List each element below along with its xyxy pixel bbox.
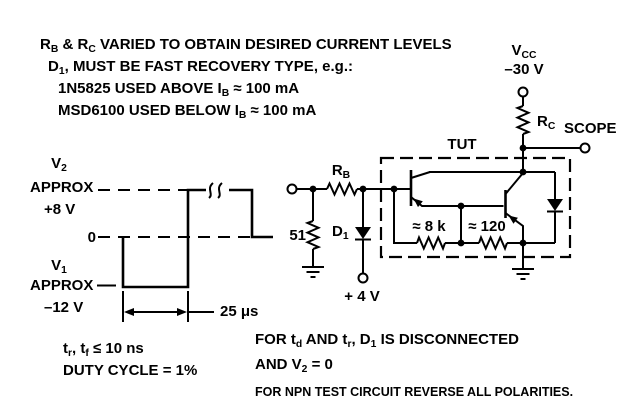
zero-label: 0	[87, 229, 96, 246]
duty-spec: DUTY CYCLE = 1%	[63, 362, 198, 379]
tut-label: TUT	[447, 136, 477, 153]
internal-diode-icon	[547, 172, 563, 243]
tut-internal	[379, 156, 572, 280]
waveform	[97, 182, 273, 289]
pulse-width-value: 25 μs	[220, 303, 259, 320]
ground-icon	[302, 266, 324, 278]
rb-resistor-icon	[326, 181, 358, 197]
note-bottom-line2: AND V2 = 0	[255, 356, 333, 375]
note-top-line1: RB & RC VARIED TO OBTAIN DESIRED CURRENT…	[40, 36, 452, 55]
bias-terminal-icon	[357, 272, 369, 284]
note-top-line2: D1, MUST BE FAST RECOVERY TYPE, e.g.:	[48, 58, 353, 77]
d1-label: D1	[332, 223, 349, 242]
note-top-line4: MSD6100 USED BELOW IB ≈ 100 mA	[58, 102, 317, 121]
input-network	[286, 181, 411, 284]
edge-spec: tr, tf ≤ 10 ns	[63, 340, 144, 359]
scope-terminal-icon	[579, 142, 591, 154]
v1-value: –12 V	[44, 299, 84, 316]
note-bottom-line3: FOR NPN TEST CIRCUIT REVERSE ALL POLARIT…	[255, 385, 574, 399]
r51-value: 51	[289, 227, 306, 244]
r51-resistor-icon	[304, 220, 322, 250]
rb-label: RB	[331, 162, 351, 181]
vcc-terminal-icon	[517, 86, 529, 98]
q2-pnp-transistor-icon	[461, 172, 524, 243]
junction-dots	[309, 144, 527, 247]
q1-pnp-transistor-icon	[409, 170, 461, 208]
r120-resistor-icon	[478, 234, 508, 252]
note-bottom-line1: FOR td AND tr, D1 IS DISCONNECTED	[255, 331, 519, 350]
pulse-trace-left	[121, 188, 206, 289]
q2-collector	[504, 172, 524, 195]
arrow-left-icon	[124, 308, 134, 316]
dimension-extension-lines	[122, 291, 189, 322]
break-squiggle-2	[217, 182, 223, 199]
left-rail	[393, 189, 417, 244]
scope-label: SCOPE	[564, 120, 617, 137]
input-terminal-icon	[286, 183, 298, 195]
collector-network	[514, 86, 591, 172]
ground-icon	[512, 268, 534, 280]
d1-bias-value: + 4 V	[344, 288, 380, 305]
note-top-line3: 1N5825 USED ABOVE IB ≈ 100 mA	[58, 80, 300, 99]
r120-value: ≈ 120	[468, 218, 506, 235]
d1-diode-icon	[355, 227, 371, 239]
pulse-trace-right	[229, 188, 273, 239]
v2-value: +8 V	[44, 201, 76, 218]
r8k-value: ≈ 8 k	[412, 218, 446, 235]
r8k-resistor-icon	[416, 234, 446, 252]
vcc-label: VCC	[511, 42, 537, 61]
arrow-right-icon	[177, 308, 187, 316]
break-squiggle-1	[208, 182, 214, 199]
v2-approx: APPROX	[30, 179, 94, 196]
v1-name: V1	[51, 257, 67, 276]
tut-box	[379, 156, 572, 259]
q2-emitter-arrow-icon	[508, 215, 518, 224]
rc-resistor-icon	[514, 105, 532, 135]
rc-label: RC	[537, 113, 556, 132]
diode-triangle	[547, 199, 563, 211]
q1-emitter-arrow-icon	[413, 198, 423, 208]
v2-name: V2	[51, 155, 67, 174]
pulse-width-dimension	[122, 291, 214, 322]
v1-approx: APPROX	[30, 277, 94, 294]
vcc-value: –30 V	[504, 61, 544, 78]
q1-collector	[410, 171, 431, 179]
